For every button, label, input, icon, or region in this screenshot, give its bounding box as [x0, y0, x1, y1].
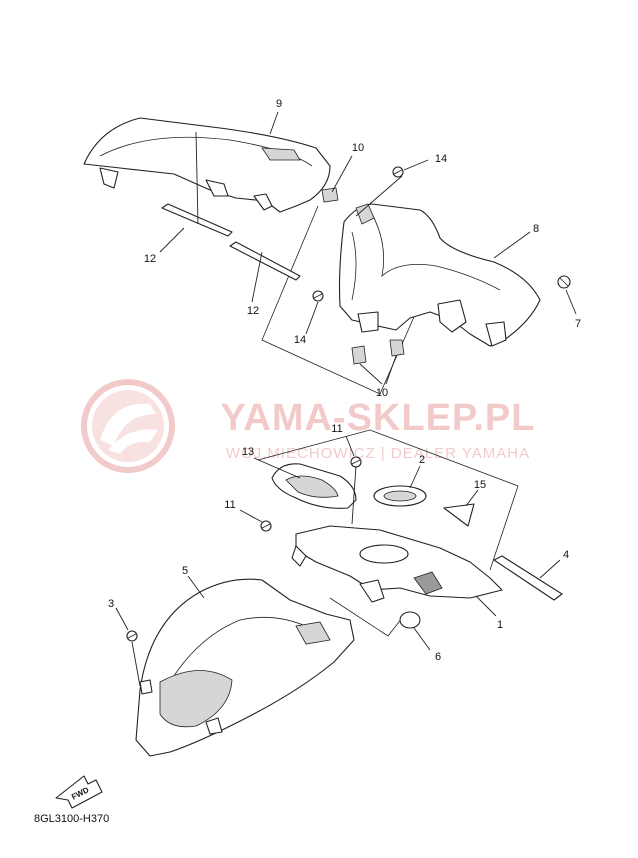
callout-10-lower: 10: [376, 387, 388, 399]
part-11-screw-upper: [350, 456, 362, 468]
callout-9: 9: [276, 98, 282, 110]
leader-lines: [115, 111, 577, 687]
part-12-strip-upper: [161, 203, 233, 237]
part-14-screw-upper: [392, 166, 404, 178]
callout-13: 13: [242, 446, 254, 458]
callout-8: 8: [533, 223, 539, 235]
part-13-duct: [271, 463, 357, 509]
part-5-front-cowl: [135, 578, 355, 757]
dealer-watermark: YAMA-SKLEP.PL WOJ.MIECHOWICZ | DEALER YA…: [81, 379, 536, 473]
part-8-side-cover: [338, 203, 541, 347]
part-3-screw: [126, 630, 138, 642]
callout-12-left: 12: [144, 253, 156, 265]
part-7-bolt: [557, 275, 571, 289]
callout-14-upper: 14: [435, 153, 447, 165]
diagram-code: 8GL3100-H370: [34, 813, 109, 825]
callout-11-upper: 11: [331, 423, 342, 435]
watermark-subtitle: WOJ.MIECHOWICZ | DEALER YAMAHA: [226, 445, 530, 462]
part-4-strip: [493, 555, 563, 601]
callout-5: 5: [182, 565, 188, 577]
callout-4: 4: [563, 549, 569, 561]
part-6-cap: [399, 611, 421, 629]
fwd-arrow-icon: FWD: [55, 775, 103, 809]
part-9-upper-cover: [83, 117, 331, 213]
callout-7: 7: [575, 318, 581, 330]
part-15-pad: [443, 503, 475, 527]
callout-11-lower: 11: [224, 499, 235, 511]
part-12-strip-lower: [229, 241, 301, 281]
callout-numbers: 9 10 14 8 12 12 7 14 10 11 13 2 15 11 4 …: [108, 98, 581, 663]
callout-12-right: 12: [247, 305, 259, 317]
part-10-clip-lower-right: [389, 339, 405, 357]
callout-15: 15: [474, 479, 486, 491]
callout-14-lower: 14: [294, 334, 306, 346]
callout-6: 6: [435, 651, 441, 663]
part-10-clip-upper: [321, 187, 339, 203]
part-1-inner-panel: [291, 525, 503, 603]
part-10-clip-lower-left: [351, 345, 367, 365]
part-11-screw-lower: [260, 520, 272, 532]
part-2-grommet: [373, 485, 427, 507]
assembly-frame-lower: [257, 429, 519, 637]
dealer-logo-icon: [81, 379, 175, 473]
callout-10-upper: 10: [352, 142, 364, 154]
callout-2: 2: [419, 454, 425, 466]
callout-3: 3: [108, 598, 114, 610]
watermark-title: YAMA-SKLEP.PL: [221, 397, 536, 439]
callout-1: 1: [497, 619, 503, 631]
part-14-screw-lower: [312, 290, 324, 302]
